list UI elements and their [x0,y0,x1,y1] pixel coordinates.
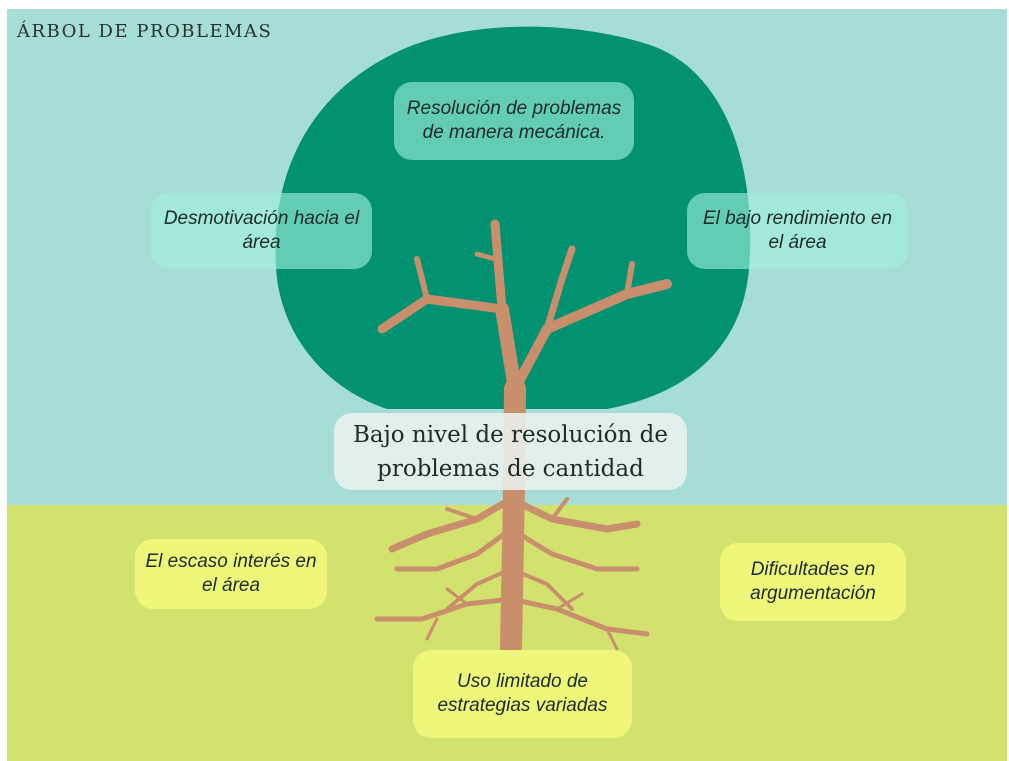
core-problem-text: Bajo nivel de resolución de problemas de… [353,421,668,482]
cause-left-box: El escaso interés en el área [135,539,327,609]
cause-right-box: Dificultades en argumentación [720,543,906,621]
diagram-title: ÁRBOL DE PROBLEMAS [17,21,273,42]
cause-bottom-text: Uso limitado de estrategias variadas [437,671,608,716]
effect-top-text: Resolución de problemas de manera mecáni… [406,98,622,143]
cause-right-text: Dificultades en argumentación [750,559,876,604]
cause-bottom-box: Uso limitado de estrategias variadas [413,650,632,738]
effect-right-box: El bajo rendimiento en el área [687,193,908,269]
cause-left-text: El escaso interés en el área [145,551,317,596]
effect-left-text: Desmotivación hacia el área [163,208,360,253]
effect-right-text: El bajo rendimiento en el área [702,208,893,253]
effect-top-box: Resolución de problemas de manera mecáni… [394,82,634,160]
problem-tree-canvas: ÁRBOL DE PROBLEMAS Resolución de problem… [7,9,1007,761]
core-problem-box: Bajo nivel de resolución de problemas de… [334,413,687,490]
effect-left-box: Desmotivación hacia el área [151,193,372,269]
